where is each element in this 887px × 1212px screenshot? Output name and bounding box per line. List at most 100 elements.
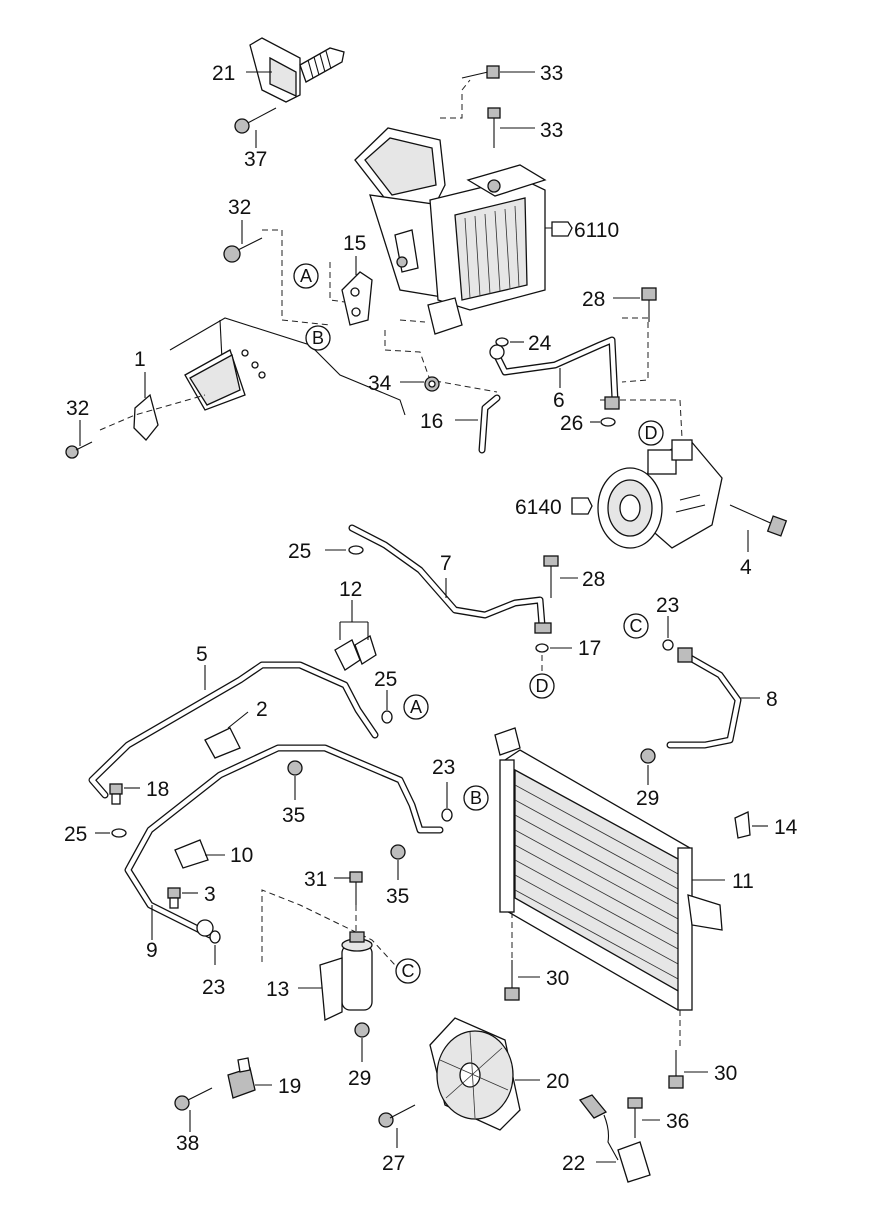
callout-6: 6 bbox=[553, 389, 565, 412]
o-ring-icon bbox=[535, 643, 549, 653]
callout-23: 23 bbox=[656, 594, 679, 617]
callout-12: 12 bbox=[339, 578, 362, 601]
callout-19: 19 bbox=[278, 1075, 301, 1098]
callout-30: 30 bbox=[546, 967, 569, 990]
nut-icon bbox=[287, 760, 303, 776]
svg-text:B: B bbox=[470, 788, 482, 808]
bolt-icon bbox=[65, 441, 93, 459]
condenser-icon bbox=[494, 727, 723, 1011]
svg-text:C: C bbox=[402, 961, 415, 981]
callout-7: 7 bbox=[440, 552, 452, 575]
connection-marker-d: D bbox=[529, 673, 555, 699]
callout-17: 17 bbox=[578, 637, 601, 660]
bolt-icon bbox=[641, 287, 657, 322]
callout-16: 16 bbox=[420, 410, 443, 433]
pressure-switch-icon bbox=[578, 1094, 651, 1183]
drain-hose-icon bbox=[478, 394, 501, 454]
reference-arrow-icon bbox=[571, 497, 593, 515]
nut-icon bbox=[640, 748, 656, 764]
callout-1: 1 bbox=[134, 348, 146, 371]
bolt-icon bbox=[378, 1104, 416, 1128]
bolt-icon bbox=[487, 107, 501, 148]
bolt-icon bbox=[234, 107, 277, 134]
reference-arrow-icon bbox=[551, 221, 573, 237]
nut-icon bbox=[390, 844, 406, 860]
callout-30: 30 bbox=[714, 1062, 737, 1085]
o-ring-icon bbox=[662, 639, 674, 651]
callout-36: 36 bbox=[666, 1110, 689, 1133]
o-ring-icon bbox=[381, 710, 393, 724]
nut-icon bbox=[424, 376, 440, 392]
fan-motor-icon bbox=[429, 1017, 521, 1131]
callout-35: 35 bbox=[282, 804, 305, 827]
o-ring-icon bbox=[600, 417, 616, 427]
callout-34: 34 bbox=[368, 372, 392, 395]
bracket-icon bbox=[174, 839, 209, 869]
callout-21: 21 bbox=[212, 62, 235, 85]
connection-marker-b: B bbox=[463, 785, 489, 811]
liquid-hose-icon bbox=[666, 647, 742, 749]
bolt-icon bbox=[543, 555, 559, 598]
callout-25: 25 bbox=[374, 668, 397, 691]
callout-14: 14 bbox=[774, 816, 798, 839]
callout-31: 31 bbox=[304, 868, 327, 891]
callout-6110: 6110 bbox=[574, 219, 619, 242]
bolt-icon bbox=[223, 237, 263, 263]
compressor-icon bbox=[597, 439, 723, 549]
thermo-sensor-icon bbox=[249, 37, 345, 103]
connection-marker-c: C bbox=[395, 958, 421, 984]
o-ring-icon bbox=[348, 545, 364, 555]
svg-text:D: D bbox=[645, 423, 658, 443]
nut-icon bbox=[354, 1022, 370, 1038]
callout-6140: 6140 bbox=[515, 496, 562, 519]
svg-text:C: C bbox=[630, 616, 643, 636]
connection-marker-b: B bbox=[305, 325, 331, 351]
bracket-icon bbox=[734, 811, 751, 839]
valve-cap-icon bbox=[167, 887, 181, 909]
callout-23: 23 bbox=[432, 756, 455, 779]
bolt-icon bbox=[174, 1087, 213, 1111]
gasket-icon bbox=[341, 271, 373, 326]
callout-18: 18 bbox=[146, 778, 169, 801]
connection-marker-a: A bbox=[293, 263, 319, 289]
svg-text:A: A bbox=[300, 266, 312, 286]
callout-25: 25 bbox=[64, 823, 87, 846]
callout-37: 37 bbox=[244, 148, 267, 171]
callout-28: 28 bbox=[582, 568, 605, 591]
valve-cap-icon bbox=[109, 783, 123, 805]
svg-text:D: D bbox=[536, 676, 549, 696]
callout-25: 25 bbox=[288, 540, 311, 563]
bolt-icon bbox=[668, 1050, 684, 1089]
callout-38: 38 bbox=[176, 1132, 199, 1155]
bolt-icon bbox=[349, 871, 363, 905]
callout-2: 2 bbox=[256, 698, 268, 721]
discharge-line-icon bbox=[124, 744, 444, 939]
bolt-icon bbox=[461, 65, 500, 79]
connection-marker-d: D bbox=[638, 420, 664, 446]
callout-22: 22 bbox=[562, 1152, 585, 1175]
liquid-line-icon bbox=[88, 661, 379, 799]
callout-10: 10 bbox=[230, 844, 253, 867]
callout-29: 29 bbox=[636, 787, 659, 810]
connection-marker-a: A bbox=[403, 694, 429, 720]
callout-24: 24 bbox=[528, 332, 552, 355]
o-ring-icon bbox=[111, 828, 127, 838]
callout-5: 5 bbox=[196, 643, 208, 666]
callout-26: 26 bbox=[560, 412, 583, 435]
evaporator-unit-icon bbox=[354, 127, 547, 335]
callout-32: 32 bbox=[66, 397, 89, 420]
callout-23: 23 bbox=[202, 976, 225, 999]
callout-8: 8 bbox=[766, 688, 778, 711]
svg-text:B: B bbox=[312, 328, 324, 348]
callout-27: 27 bbox=[382, 1152, 405, 1175]
hose-clip-icon bbox=[334, 635, 377, 671]
o-ring-icon bbox=[495, 337, 509, 347]
callout-20: 20 bbox=[546, 1070, 569, 1093]
callout-3: 3 bbox=[204, 883, 216, 906]
o-ring-icon bbox=[209, 930, 221, 944]
bolt-icon bbox=[504, 960, 520, 1001]
discharge-hose-icon bbox=[348, 524, 552, 634]
blower-cover-icon bbox=[99, 317, 406, 441]
